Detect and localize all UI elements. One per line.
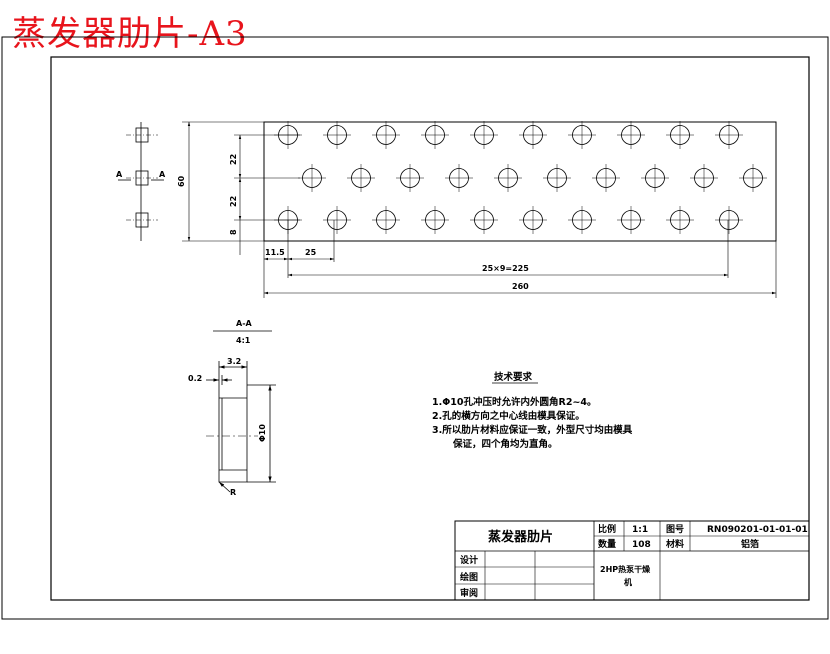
hole [666, 121, 694, 149]
hole [519, 121, 547, 149]
title-block-grid [454, 520, 810, 601]
hole [323, 206, 351, 234]
tech-requirements-title: 技术要求 [494, 371, 533, 383]
dim-diameter: Φ10 [258, 424, 267, 442]
section-scale: 4:1 [236, 336, 251, 345]
quantity-value: 108 [632, 540, 651, 550]
part-name: 蒸发器肋片 [488, 529, 553, 545]
dim-bottom-offset: 8 [229, 229, 238, 235]
drawing-no: RN090201-01-01-01 [707, 525, 808, 535]
tech-requirement-1: 1.Φ10孔冲压时允许内外圆角R2~4。 [432, 396, 597, 408]
hole [568, 206, 596, 234]
dim-fin-gap: 0.2 [188, 374, 202, 383]
hole [739, 164, 767, 192]
hole-pattern [264, 121, 767, 234]
hole [298, 164, 326, 192]
design-label: 设计 [460, 554, 478, 566]
material-label: 材料 [665, 538, 684, 550]
dim-overall-length: 260 [512, 282, 529, 291]
scale-label: 比例 [598, 523, 616, 535]
dim-radius: R [230, 488, 236, 497]
fin-plate-outline [263, 121, 777, 242]
section-label: A-A [236, 319, 253, 328]
section-letter-right: A [159, 170, 166, 179]
height-dimension [182, 121, 264, 242]
dim-row-pitch-top: 22 [229, 154, 238, 165]
hole [666, 206, 694, 234]
row-pitch-dimensions [234, 134, 264, 255]
hole [715, 121, 743, 149]
hole [568, 121, 596, 149]
dim-pitch-total: 25×9=225 [482, 264, 529, 273]
tech-requirement-3: 3.所以肋片材料应保证一致，外型尺寸均由模具 [432, 424, 633, 436]
hole [470, 121, 498, 149]
hole [592, 164, 620, 192]
hole [690, 164, 718, 192]
material-value: 铝箔 [741, 538, 759, 550]
tech-requirement-3-cont: 保证，四个角均为直角。 [452, 438, 558, 450]
inner-border [50, 56, 810, 601]
hole [421, 121, 449, 149]
tech-requirement-2: 2.孔的横方向之中心线由模具保证。 [432, 410, 585, 422]
hole [617, 206, 645, 234]
dim-row-pitch-bottom: 22 [229, 196, 238, 207]
dim-thickness: 3.2 [227, 357, 241, 366]
drawing-label: 绘图 [460, 571, 478, 583]
fin-section-profile [206, 361, 276, 493]
hole [715, 206, 743, 234]
hole [445, 164, 473, 192]
machine-name-line2: 机 [624, 577, 632, 587]
hole [323, 121, 351, 149]
side-view [118, 122, 164, 241]
outer-border [1, 36, 829, 620]
hole [543, 164, 571, 192]
section-letter-left: A [116, 170, 123, 179]
hole [470, 206, 498, 234]
quantity-label: 数量 [598, 538, 616, 550]
scale-value: 1:1 [632, 525, 648, 535]
hole [372, 206, 400, 234]
hole [421, 206, 449, 234]
hole [617, 121, 645, 149]
dim-height: 60 [177, 175, 186, 187]
hole [494, 164, 522, 192]
hole [396, 164, 424, 192]
hole [347, 164, 375, 192]
hole [641, 164, 669, 192]
hole [519, 206, 547, 234]
sheet-title: 蒸发器肋片-A3 [12, 14, 248, 54]
hole [372, 121, 400, 149]
horizontal-dimensions [263, 220, 777, 298]
dim-left-offset: 11.5 [265, 248, 285, 257]
review-label: 审阅 [460, 587, 478, 599]
machine-name-line1: 2HP热泵干燥 [600, 564, 651, 574]
dim-hole-pitch: 25 [305, 248, 317, 257]
drawing-no-label: 图号 [666, 524, 684, 535]
